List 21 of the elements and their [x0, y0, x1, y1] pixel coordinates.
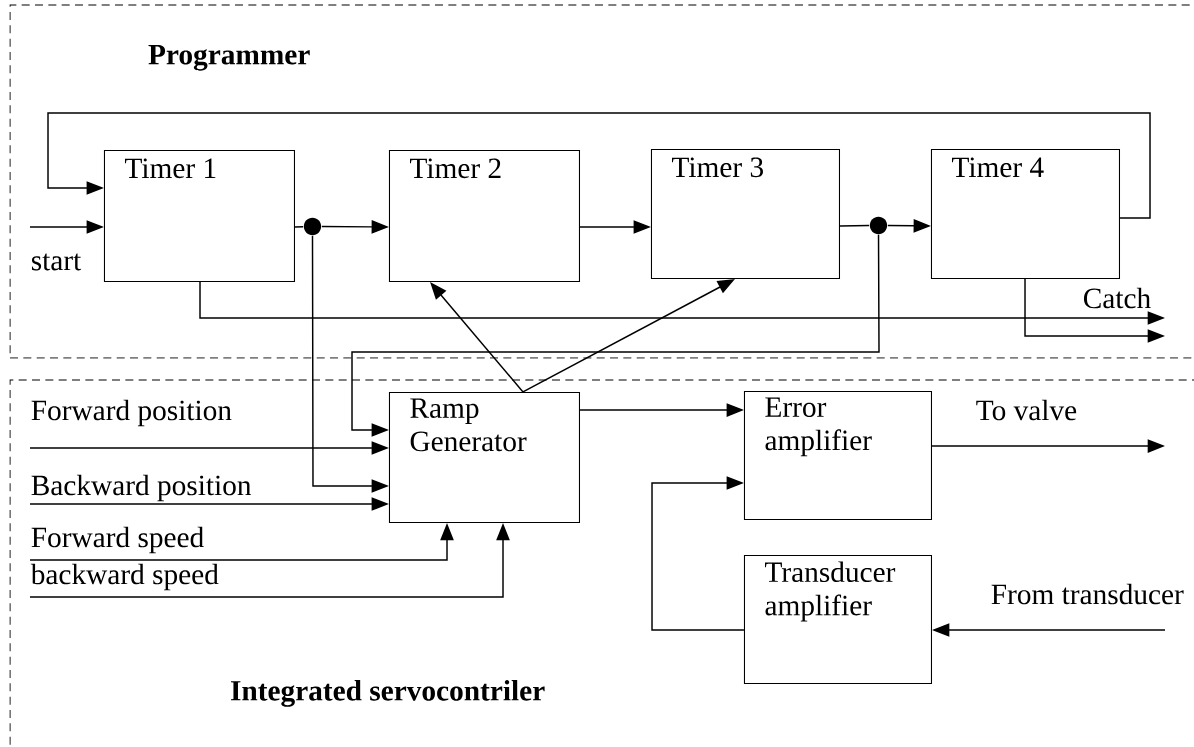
edge-label: Forward position	[31, 399, 232, 427]
arrow	[351, 234, 880, 437]
edge-label: backward speed	[30, 563, 219, 591]
block-box: Error amplifier	[743, 390, 932, 520]
edge-label: From transducer	[991, 583, 1184, 605]
block-box: Transducer amplifier	[743, 554, 932, 684]
block-box: Timer 4	[930, 148, 1120, 279]
edge-label: Catch	[1083, 287, 1151, 309]
arrow	[430, 282, 524, 393]
arrow	[47, 112, 1151, 219]
arrow	[651, 476, 745, 631]
junction-dot	[303, 217, 322, 236]
edge-label: start	[31, 253, 82, 271]
block-box: Timer 3	[650, 148, 840, 279]
edge-label: Backward position	[31, 474, 252, 502]
edge-label: To valve	[976, 399, 1077, 421]
junction-dot	[869, 216, 888, 235]
block-box: Ramp Generator	[388, 391, 580, 523]
edge-label: Forward speed	[31, 526, 204, 554]
block-box: Timer 1	[103, 149, 295, 282]
block-box: Timer 2	[388, 149, 580, 282]
